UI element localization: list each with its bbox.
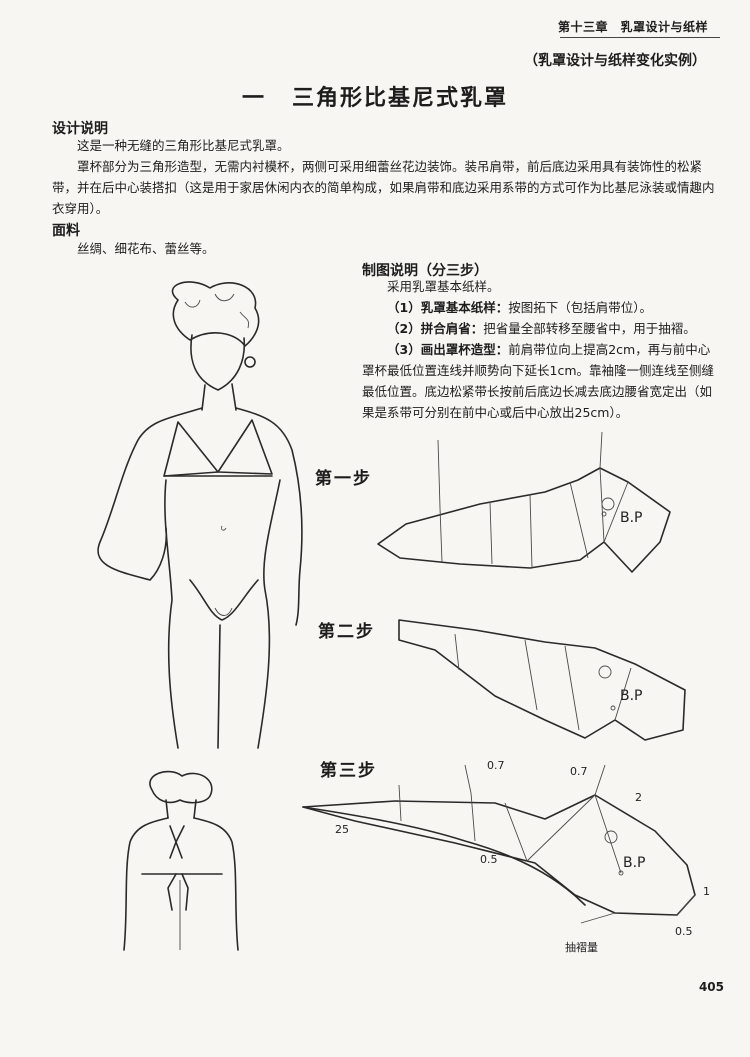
design-para-2: 罩杯部分为三角形造型，无需内衬模杯，两侧可采用细蕾丝花边装饰。装吊肩带，前后底边… [52,159,715,216]
dim-0-7-b: 0.7 [570,765,588,778]
step-2-outline [398,619,686,741]
neck-lines [201,383,237,411]
dim-2: 2 [635,791,642,804]
step-3-title: 第三步 [320,761,377,781]
running-head: 第十三章 乳罩设计与纸样 [557,20,708,34]
step-1-straps [437,432,603,509]
step-3-straps [464,764,606,796]
back-neck [165,799,197,819]
dim-0-5-a: 0.5 [480,853,498,866]
step-3-bp-point [618,870,624,876]
torso-right [257,479,281,749]
hip-line [189,579,259,621]
design-heading: 设计说明 [52,121,108,137]
navel [221,525,227,531]
left-arm [97,407,203,581]
step-3-bp-circle [604,830,618,844]
step-1-pattern: B.P [377,432,671,573]
back-right-side [193,817,239,951]
drafting-step-3: （3）画出罩杯造型：前肩带位向上提高2cm，再与前中心罩杯最低位置连线并顺势向下… [362,339,722,423]
step-1-title: 第一步 [315,469,372,489]
drafting-intro: 采用乳罩基本纸样。 [387,279,500,294]
back-figure-illustration [123,770,239,951]
step-2-pattern: B.P [398,619,686,741]
step-2-bp-circle [598,665,612,679]
step-3-gather-marks [580,894,696,924]
section-subtitle: （乳罩设计与纸样变化实例） [524,53,706,69]
dim-25: 25 [335,823,349,836]
header-rule [560,37,720,38]
title-text: 三角形比基尼式乳罩 [292,86,509,111]
front-figure-illustration [97,281,303,749]
leg-divider [217,624,221,749]
page-number: 405 [698,980,724,994]
step-2-label: （2）拼合肩省： [387,321,484,336]
step-3-text: 前肩带位向上提高2cm，再与前中心罩杯最低位置连线并顺势向下延长1cm。靠袖隆一… [362,342,715,420]
step-1-bp-point [601,511,607,517]
step-2-bp-label: B.P [620,688,643,704]
step-1-bp-circle [601,497,615,511]
face-outline [190,334,246,391]
fabric-text: 丝绸、细花布、蕾丝等。 [77,241,215,256]
step-2-title: 第二步 [318,622,375,642]
right-arm [235,407,303,626]
dim-0-5-b: 0.5 [675,925,693,938]
page-title: 一 三角形比基尼式乳罩 [0,80,750,112]
drafting-heading: 制图说明（分三步） [362,263,488,279]
step-3-band [302,806,586,906]
step-3-bp-label: B.P [623,855,646,871]
hair-shape [171,281,260,347]
gather-label: 抽褶量 [565,940,598,954]
drafting-step-2: （2）拼合肩省：把省量全部转移至腰省中，用于抽褶。 [362,318,722,339]
step-3-pattern: B.P 0.7 0.7 2 25 0.5 1 0.5 抽褶量 [302,759,710,954]
step-2-text: 把省量全部转移至腰省中，用于抽褶。 [483,321,696,336]
drafting-body: 采用乳罩基本纸样。 （1）乳罩基本纸样：按图拓下（包括肩带位）。 （2）拼合肩省… [362,276,722,423]
fabric-heading: 面料 [52,223,80,239]
torso-left [164,479,179,749]
back-left-side [123,817,169,951]
step-1-grid [439,481,589,569]
hair-curls [184,293,249,329]
title-number: 一 [241,86,266,111]
earring-icon [244,356,256,368]
dim-1: 1 [703,885,710,898]
left-cup [163,421,219,477]
step-1-label: （1）乳罩基本纸样： [387,300,509,315]
step-3-label: （3）画出罩杯造型： [387,342,509,357]
design-para-1: 这是一种无缝的三角形比基尼式乳罩。 [77,138,290,153]
step-1-text: 按图拓下（包括肩带位）。 [508,300,652,315]
neck-tie-bow [169,825,185,859]
shading [214,607,233,616]
back-hair [149,770,213,804]
step-1-outline [377,467,671,573]
dim-0-7-a: 0.7 [487,759,505,772]
step-3-grid [398,784,622,874]
back-tie-bow [167,873,189,911]
step-2-bp-point [610,705,616,711]
right-cup [217,419,273,475]
step-2-grid [454,633,632,731]
drafting-step-1: （1）乳罩基本纸样：按图拓下（包括肩带位）。 [362,297,722,318]
step-1-bp-label: B.P [620,510,643,526]
